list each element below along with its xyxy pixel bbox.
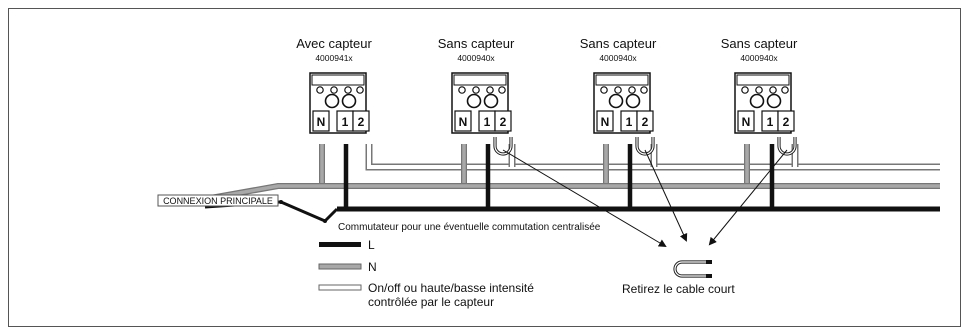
legend-sensor-line1: On/off ou haute/basse intensité bbox=[368, 281, 534, 295]
screw-small-icon bbox=[356, 86, 364, 94]
terminal-slot bbox=[636, 110, 654, 132]
screw-small-icon bbox=[600, 86, 608, 94]
legend-l-label: L bbox=[368, 238, 375, 252]
main-connection-box bbox=[157, 194, 279, 207]
screw-small-icon bbox=[330, 86, 338, 94]
terminal-top-ridge bbox=[311, 74, 365, 86]
live-bus bbox=[204, 144, 940, 212]
screw-large-icon bbox=[341, 93, 357, 109]
screw-small-icon bbox=[755, 86, 763, 94]
screw-large-icon bbox=[483, 93, 499, 109]
terminal-label: N bbox=[742, 115, 751, 129]
screw-large-icon bbox=[608, 93, 624, 109]
main-connection-label: CONNEXION PRINCIPALE bbox=[163, 196, 273, 206]
screw-large-icon bbox=[324, 93, 340, 109]
switch-label: Commutateur pour une éventuelle commutat… bbox=[338, 222, 601, 233]
remove-arrows bbox=[502, 149, 788, 248]
legend-sensor-line2: contrôlée par le capteur bbox=[368, 295, 494, 309]
screw-large-icon bbox=[625, 93, 641, 109]
terminal-slot bbox=[352, 110, 370, 132]
screw-small-icon bbox=[628, 86, 636, 94]
terminal-top-ridge bbox=[595, 74, 649, 86]
terminal-slot bbox=[596, 110, 614, 132]
legend-n-swatch bbox=[318, 263, 362, 270]
screw-large-icon bbox=[749, 93, 765, 109]
device-title: Sans capteur bbox=[438, 36, 515, 51]
screw-small-icon bbox=[486, 86, 494, 94]
terminal-top-ridge bbox=[736, 74, 790, 86]
screw-small-icon bbox=[640, 86, 648, 94]
terminal-label: 1 bbox=[626, 115, 633, 129]
terminal-slot bbox=[777, 110, 795, 132]
device-code: 4000941x bbox=[315, 53, 353, 63]
terminal-label: 2 bbox=[642, 115, 649, 129]
screw-small-icon bbox=[741, 86, 749, 94]
bridge-cables bbox=[493, 137, 797, 156]
legend-sensor-swatch bbox=[318, 284, 362, 291]
terminal-slot bbox=[312, 110, 330, 132]
device-code: 4000940x bbox=[740, 53, 778, 63]
short-cable-icon bbox=[673, 260, 712, 278]
terminal-label: 2 bbox=[358, 115, 365, 129]
terminal-label: N bbox=[601, 115, 610, 129]
screw-large-icon bbox=[766, 93, 782, 109]
legend-l-swatch bbox=[319, 242, 361, 247]
device-title: Sans capteur bbox=[580, 36, 657, 51]
remove-cable-label: Retirez le cable court bbox=[622, 282, 735, 296]
terminal-top-ridge bbox=[453, 74, 507, 86]
legend: L N On/off ou haute/basse intensité cont… bbox=[318, 238, 534, 309]
device-code: 4000940x bbox=[457, 53, 495, 63]
diagram-frame bbox=[8, 8, 961, 327]
screw-small-icon bbox=[458, 86, 466, 94]
screw-small-icon bbox=[614, 86, 622, 94]
terminal-slot bbox=[737, 110, 755, 132]
terminal-label: 1 bbox=[484, 115, 491, 129]
device-title: Avec capteur bbox=[296, 36, 372, 51]
terminal-label: N bbox=[317, 115, 326, 129]
terminal-label: 1 bbox=[342, 115, 349, 129]
terminal-slot bbox=[454, 110, 472, 132]
legend-n-label: N bbox=[368, 260, 377, 274]
terminal-label: 2 bbox=[783, 115, 790, 129]
terminal-slot bbox=[494, 110, 512, 132]
screw-small-icon bbox=[344, 86, 352, 94]
screw-small-icon bbox=[472, 86, 480, 94]
screw-large-icon bbox=[466, 93, 482, 109]
screw-small-icon bbox=[781, 86, 789, 94]
central-switch bbox=[279, 200, 339, 223]
screw-small-icon bbox=[498, 86, 506, 94]
device-title: Sans capteur bbox=[721, 36, 798, 51]
terminal-label: N bbox=[459, 115, 468, 129]
device-code: 4000940x bbox=[599, 53, 637, 63]
screw-small-icon bbox=[316, 86, 324, 94]
terminal-label: 2 bbox=[500, 115, 507, 129]
screw-small-icon bbox=[769, 86, 777, 94]
terminal-label: 1 bbox=[767, 115, 774, 129]
